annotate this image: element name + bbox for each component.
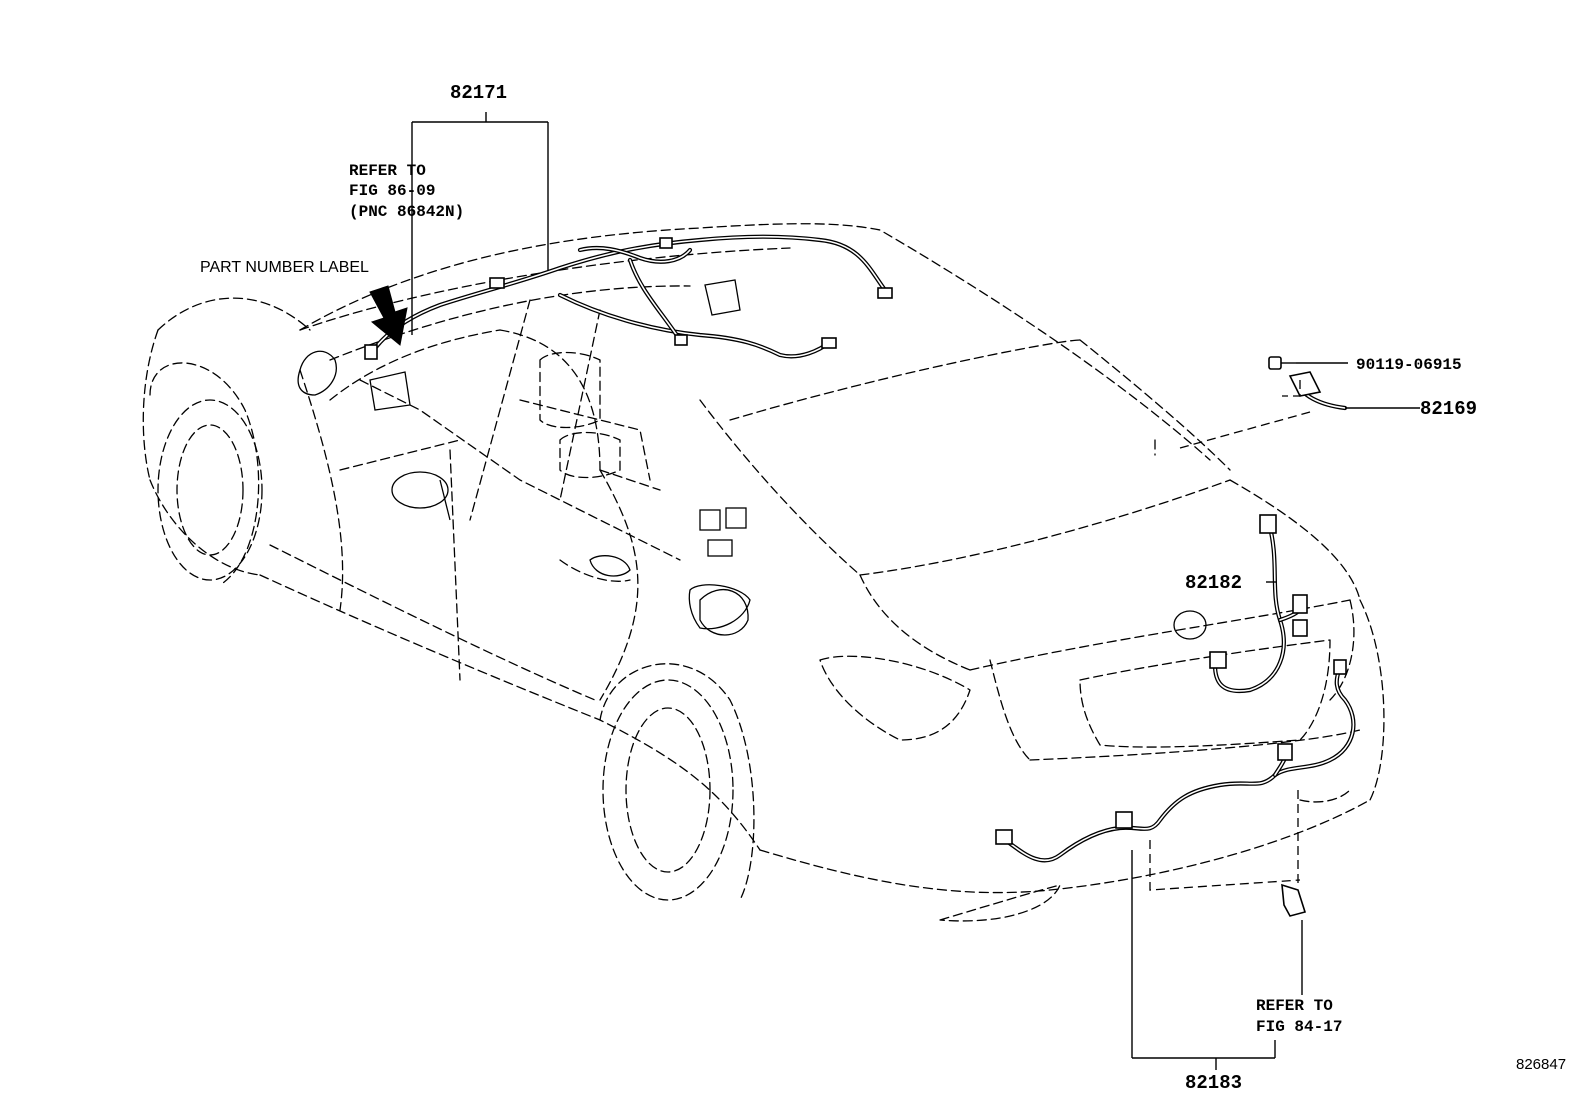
part-82169-label: 82169 (1420, 398, 1477, 420)
part-82182-label: 82182 (1185, 572, 1242, 594)
refer-84-line1: REFER TO (1256, 997, 1333, 1015)
wire-harness-82171 (364, 234, 893, 360)
bolt-90119 (1268, 356, 1296, 370)
part-90119-label: 90119-06915 (1356, 356, 1462, 374)
part-82171-label: 82171 (450, 82, 507, 104)
refer-86-line3: (PNC 86842N) (349, 203, 464, 221)
part-82183-label: 82183 (1185, 1072, 1242, 1094)
part-number-label-caption: PART NUMBER LABEL (200, 259, 369, 276)
wire-harness-82183 (995, 659, 1356, 863)
leader-lines (411, 112, 1420, 1070)
refer-86-line2: FIG 86-09 (349, 182, 435, 200)
wire-harness-82182 (1209, 514, 1308, 694)
diagram-id: 826847 (1516, 1056, 1566, 1073)
refer-84-line2: FIG 84-17 (1256, 1018, 1342, 1036)
car-body-outline (142, 223, 1385, 922)
clamp-82169 (1288, 371, 1348, 411)
bracket-trunk (1281, 883, 1307, 917)
arrow-icon (369, 285, 408, 346)
refer-86-line1: REFER TO (349, 162, 426, 180)
